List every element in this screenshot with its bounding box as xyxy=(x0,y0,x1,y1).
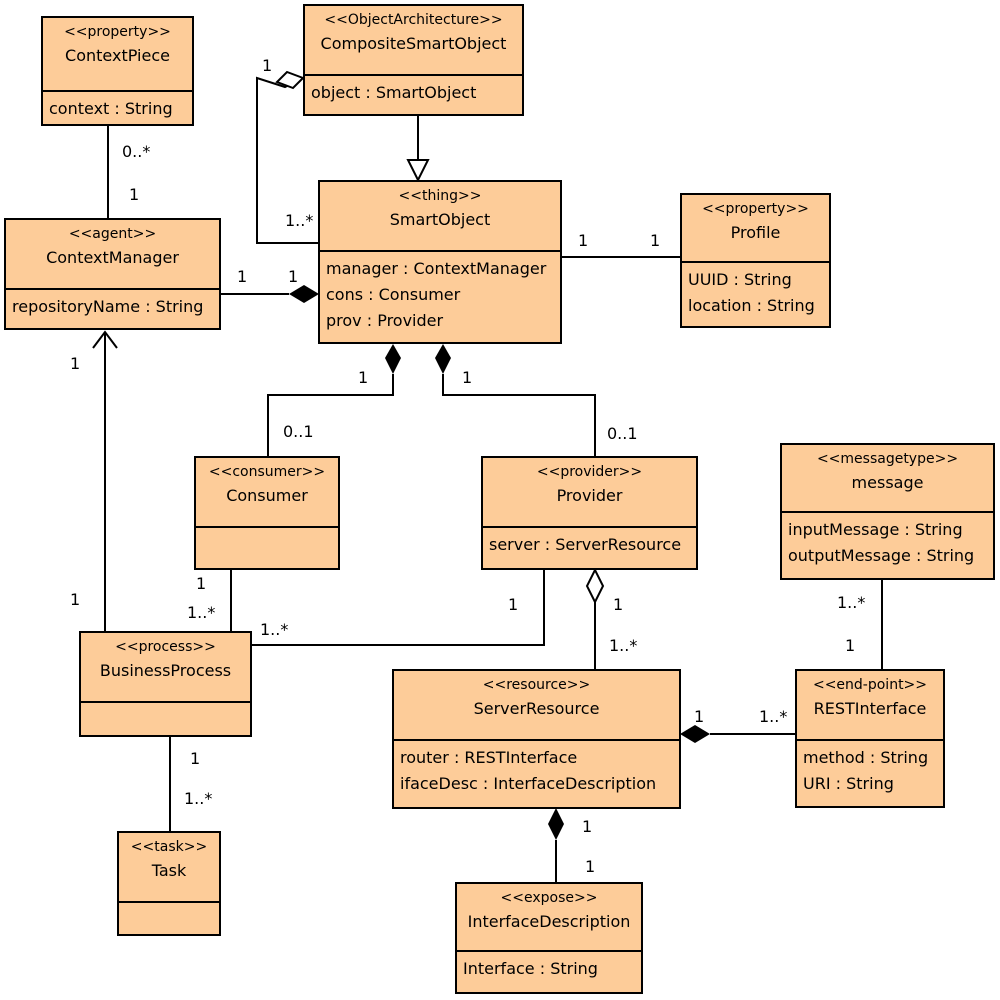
class-compositesmartobject[interactable]: <<ObjectArchitecture>> CompositeSmartObj… xyxy=(303,4,524,116)
multiplicity-label: 1 xyxy=(585,857,596,876)
class-name: SmartObject xyxy=(389,210,491,229)
class-task[interactable]: <<task>> Task xyxy=(117,831,221,936)
class-name: ServerResource xyxy=(473,699,600,718)
class-provider[interactable]: <<provider>> Provider server : ServerRes… xyxy=(481,456,698,570)
attribute: prov : Provider xyxy=(326,311,444,330)
attribute: router : RESTInterface xyxy=(400,748,578,767)
hollow-diamond-composite xyxy=(275,70,305,90)
attribute: Interface : String xyxy=(463,959,598,978)
multiplicity-label: 1 xyxy=(650,231,661,250)
edge-provider-serverresource xyxy=(585,567,605,670)
filled-diamond-cm xyxy=(289,285,319,303)
multiplicity-label: 1 xyxy=(845,636,856,655)
filled-diamond-rest xyxy=(680,725,710,743)
multiplicity-label: 1..* xyxy=(260,620,289,639)
edge-smartobject-consumer xyxy=(267,374,394,456)
multiplicity-label: 0..1 xyxy=(607,424,638,443)
multiplicity-label: 1 xyxy=(578,231,589,250)
multiplicity-label: 1 xyxy=(508,595,519,614)
multiplicity-label: 1 xyxy=(694,707,705,726)
multiplicity-label: 1..* xyxy=(759,707,788,726)
multiplicity-label: 1 xyxy=(582,817,593,836)
class-name: ContextPiece xyxy=(65,46,170,65)
attribute: URI : String xyxy=(803,774,894,793)
attribute: manager : ContextManager xyxy=(326,259,547,278)
class-name: RESTInterface xyxy=(813,699,927,718)
attribute: method : String xyxy=(803,748,929,767)
multiplicity-label: 1..* xyxy=(184,789,213,808)
edge-smartobject-provider xyxy=(442,374,596,456)
attribute: repositoryName : String xyxy=(12,297,204,316)
attribute: inputMessage : String xyxy=(788,520,963,539)
multiplicity-label: 1 xyxy=(462,368,473,387)
class-name: BusinessProcess xyxy=(99,661,232,680)
multiplicity-label: 1..* xyxy=(609,636,638,655)
attribute: ifaceDesc : InterfaceDescription xyxy=(400,774,657,793)
open-arrowhead xyxy=(92,330,118,349)
multiplicity-label: 1 xyxy=(613,595,624,614)
filled-diamond-prov xyxy=(435,344,451,374)
multiplicity-label: 1 xyxy=(262,56,273,75)
class-name: message xyxy=(851,473,924,492)
class-contextmanager[interactable]: <<agent>> ContextManager repositoryName … xyxy=(4,218,221,330)
attribute: cons : Consumer xyxy=(326,285,461,304)
class-consumer[interactable]: <<consumer>> Consumer xyxy=(194,456,340,570)
stereotype: <<property>> xyxy=(702,201,809,217)
class-name: Task xyxy=(151,861,187,880)
multiplicity-label: 1 xyxy=(70,354,81,373)
class-serverresource[interactable]: <<resource>> ServerResource router : RES… xyxy=(392,669,681,809)
class-profile[interactable]: <<property>> Profile UUID : String locat… xyxy=(680,193,831,328)
multiplicity-label: 1..* xyxy=(837,593,866,612)
attribute: location : String xyxy=(688,296,815,315)
class-restinterface[interactable]: <<end-point>> RESTInterface method : Str… xyxy=(795,669,945,808)
stereotype: <<expose>> xyxy=(500,890,598,906)
stereotype: <<messagetype>> xyxy=(816,451,959,467)
class-smartobject[interactable]: <<thing>> SmartObject manager : ContextM… xyxy=(318,180,562,344)
multiplicity-label: 1 xyxy=(358,368,369,387)
stereotype: <<ObjectArchitecture>> xyxy=(324,12,503,28)
multiplicity-label: 1..* xyxy=(285,211,314,230)
multiplicity-label: 1 xyxy=(70,590,81,609)
stereotype: <<end-point>> xyxy=(812,677,928,693)
class-businessprocess[interactable]: <<process>> BusinessProcess xyxy=(79,631,252,737)
class-name: Profile xyxy=(730,223,781,242)
generalization-triangle xyxy=(406,159,430,183)
multiplicity-label: 1 xyxy=(237,267,248,286)
multiplicity-label: 1..* xyxy=(187,603,216,622)
stereotype: <<consumer>> xyxy=(208,464,326,480)
attribute: outputMessage : String xyxy=(788,546,975,565)
stereotype: <<provider>> xyxy=(536,464,643,480)
filled-diamond-id xyxy=(548,808,564,840)
class-name: Provider xyxy=(556,486,623,505)
class-contextpiece[interactable]: <<property>> ContextPiece context : Stri… xyxy=(41,16,194,126)
filled-diamond-cons xyxy=(385,344,401,374)
attribute: object : SmartObject xyxy=(311,83,477,102)
stereotype: <<process>> xyxy=(115,639,216,655)
class-interfacedescription[interactable]: <<expose>> InterfaceDescription Interfac… xyxy=(455,882,643,994)
attribute: context : String xyxy=(49,99,173,118)
class-name: InterfaceDescription xyxy=(467,912,631,931)
multiplicity-label: 1 xyxy=(196,574,207,593)
stereotype: <<thing>> xyxy=(398,188,482,204)
attribute: server : ServerResource xyxy=(489,535,682,554)
stereotype: <<property>> xyxy=(64,24,171,40)
stereotype: <<resource>> xyxy=(482,677,591,693)
attribute: UUID : String xyxy=(688,270,792,289)
multiplicity-label: 0..* xyxy=(122,142,151,161)
class-name: Consumer xyxy=(226,486,308,505)
multiplicity-label: 0..1 xyxy=(283,422,314,441)
class-name: ContextManager xyxy=(46,248,179,267)
stereotype: <<agent>> xyxy=(68,226,157,242)
multiplicity-label: 1 xyxy=(190,749,201,768)
stereotype: <<task>> xyxy=(130,839,208,855)
class-message[interactable]: <<messagetype>> message inputMessage : S… xyxy=(780,443,995,580)
edge-provider-businessprocess xyxy=(251,570,545,646)
multiplicity-label: 1 xyxy=(129,185,140,204)
class-name: CompositeSmartObject xyxy=(320,34,507,53)
multiplicity-label: 1 xyxy=(288,267,299,286)
